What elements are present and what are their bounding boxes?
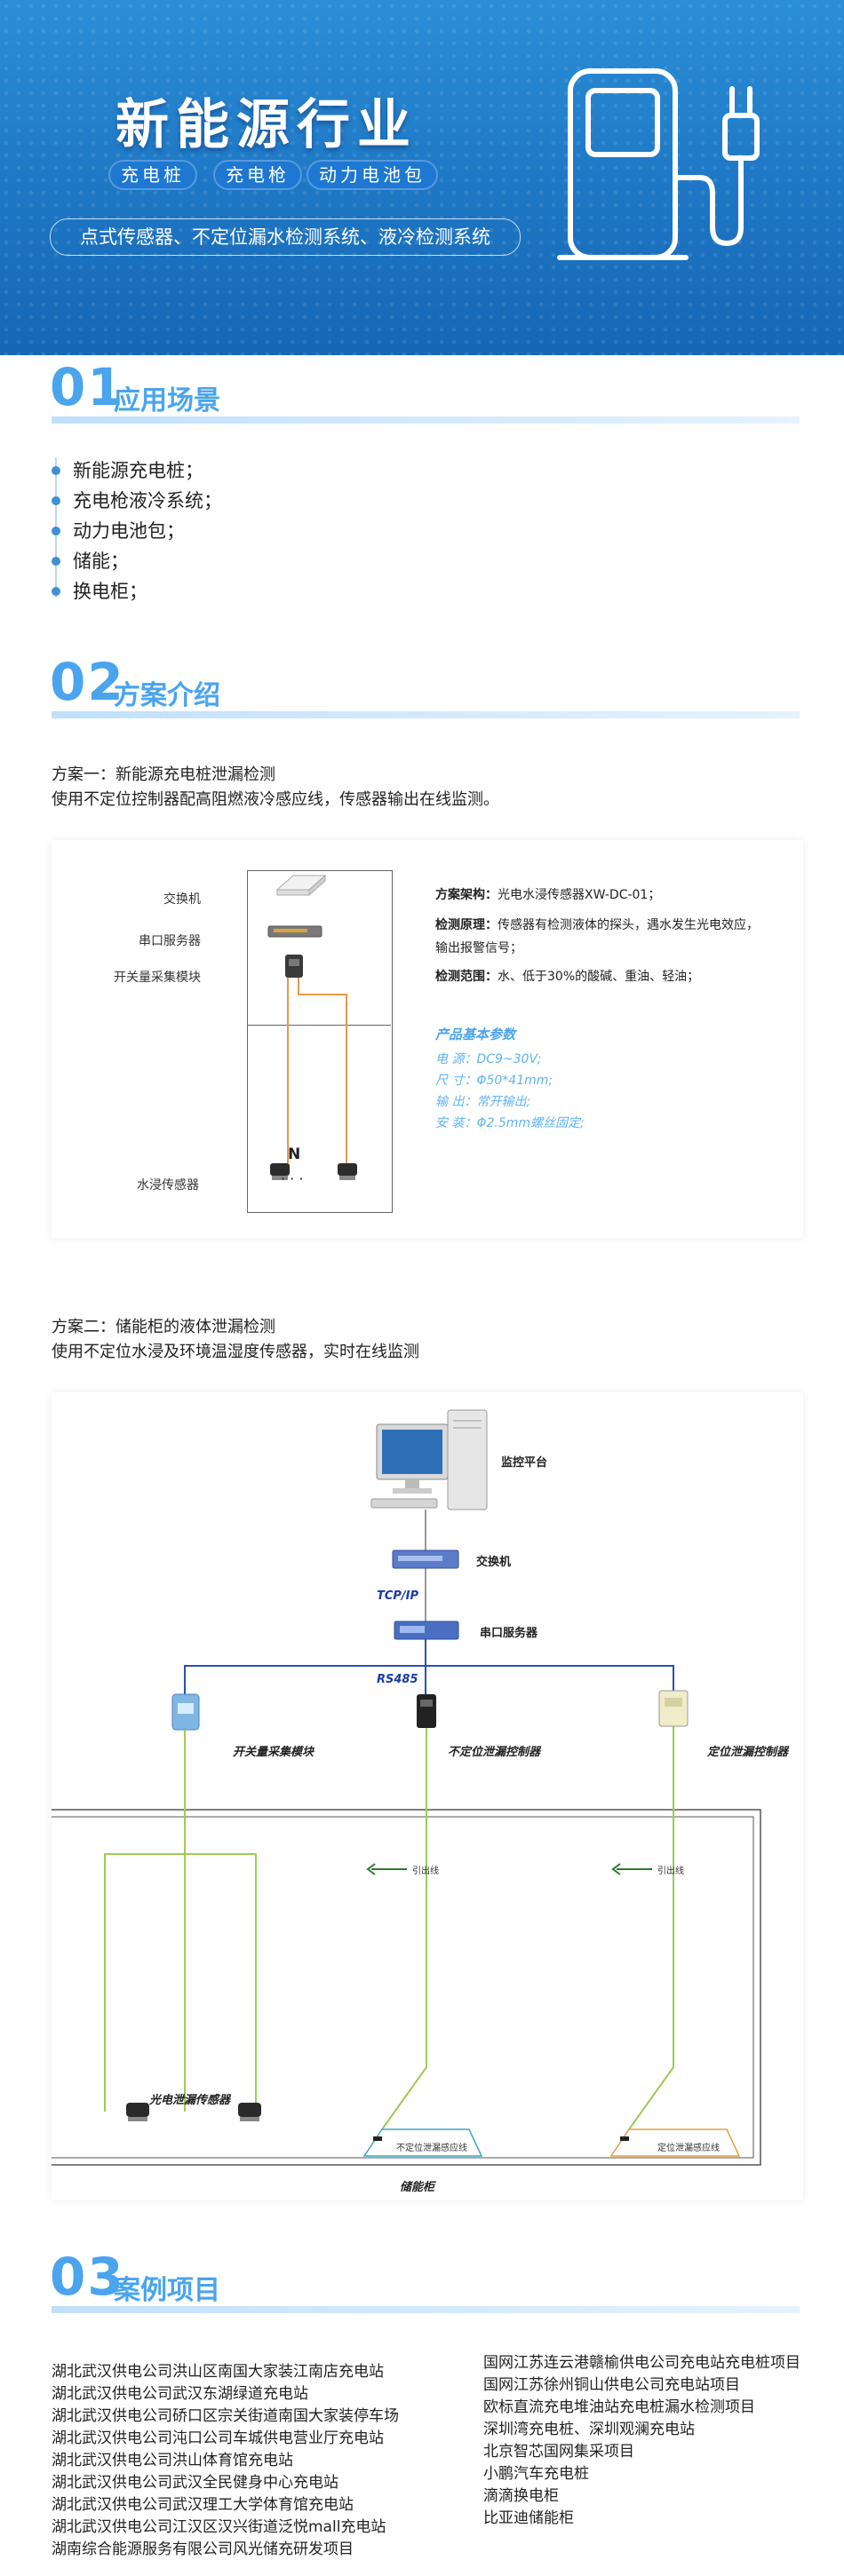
scheme1-param-power: 电 源：DC9~30V; [435,1052,542,1066]
scheme2-panel: 监控平台 交换机 TCP/IP 串口服务器 RS485 开关量采集模块 不定位泄… [52,1392,803,2200]
section-title-solutions: 方案介绍 [114,680,220,711]
scheme2-label-monitor: 监控平台 [501,1456,548,1470]
scheme1-param-size: 尺 寸：Φ50*41mm; [435,1074,553,1088]
scheme1-arch-row: 方案架构：光电水浸传感器XW-DC-01； [435,888,661,902]
section-number-02: 02 [50,652,125,712]
water-sensor-left-icon [270,1163,290,1180]
water-sensor-right-icon [338,1163,357,1180]
serial-server-icon [394,1621,459,1640]
scheme1-label-water-sensor: 水浸传感器 [137,1178,199,1193]
scheme2-label-io-module: 开关量采集模块 [233,1746,315,1759]
hero-pill-charging-pile: 充电桩 [108,160,197,190]
section-number-01: 01 [50,357,125,417]
scheme2-label-rs485: RS485 [377,1673,418,1686]
case-left-7: 湖北武汉供电公司武汉理工大学体育馆充电站 [52,2496,354,2514]
plan2-description: 使用不定位水浸及环境温湿度传感器，实时在线监测 [52,1343,419,1361]
scheme2-label-cable-nonlocating: 不定位泄漏感应线 [396,2144,467,2153]
scheme2-label-lead-1: 引出线 [412,1867,439,1876]
scheme1-param-install: 安 装：Φ2.5mm螺丝固定; [435,1116,585,1130]
locating-controller-icon [658,1690,689,1727]
case-right-4: 深圳湾充电桩、深圳观澜充电站 [483,2421,695,2438]
scheme1-param-output: 输 出：常开输出; [435,1095,531,1109]
case-right-5: 北京智芯国网集采项目 [483,2443,634,2461]
io-module-device-icon [285,955,303,978]
section-number-03: 03 [50,2247,125,2307]
io-module-icon [171,1693,200,1731]
bullet-icon [52,557,60,566]
case-left-9: 湖南综合能源服务有限公司风光储充研发项目 [52,2540,354,2558]
case-left-6: 湖北武汉供电公司武汉全民健身中心充电站 [52,2474,338,2492]
scenario-item-swap-cabinet: 换电柜； [73,581,147,602]
scheme1-principle-row: 检测原理：传感器有检测液体的探头，遇水发生光电效应， [435,918,759,932]
case-right-8: 比亚迪储能柜 [483,2509,574,2527]
leak-sensor-right-icon [238,2103,261,2121]
scenario-item-gun-cooling: 充电枪液冷系统； [73,490,222,511]
computer-icon [370,1409,488,1510]
scheme2-label-lead-2: 引出线 [657,1867,684,1876]
plan1-description: 使用不定位控制器配高阻燃液冷感应线，传感器输出在线监测。 [52,790,499,809]
case-left-3: 湖北武汉供电公司硚口区宗关街道南国大家装停车场 [52,2407,399,2425]
scheme1-label-io-module: 开关量采集模块 [114,971,201,985]
hero-banner: 新能源行业 充电桩 充电枪 动力电池包 点式传感器、不定位漏水检测系统、液冷检测… [0,0,844,355]
bullet-icon [52,527,60,535]
hero-title: 新能源行业 [115,94,418,156]
charging-station-icon [557,68,760,260]
scheme2-label-cable-locating: 定位泄漏感应线 [657,2144,720,2153]
case-left-1: 湖北武汉供电公司洪山区南国大家装江南店充电站 [52,2363,384,2381]
scheme2-label-leak-sensor: 光电泄漏传感器 [149,2094,231,2107]
scheme2-label-cabinet: 储能柜 [400,2181,435,2194]
case-right-3: 欧标直流充电堆油站充电桩漏水检测项目 [483,2398,755,2416]
hero-pill-battery-pack: 动力电池包 [307,160,438,190]
scenario-item-energy-storage: 储能； [73,551,129,572]
scheme1-label-serial-server: 串口服务器 [139,934,201,948]
scenario-item-charging-pile: 新能源充电桩； [73,460,203,481]
case-left-8: 湖北武汉供电公司江汉区汉兴街道泛悦mall充电站 [52,2518,386,2536]
plan2-title: 方案二：储能柜的液体泄漏检测 [52,1318,275,1336]
scheme2-label-tcpip: TCP/IP [377,1589,419,1603]
switch-device-icon [275,874,327,897]
hero-subtitle: 点式传感器、不定位漏水检测系统、液冷检测系统 [50,218,521,256]
scheme2-diagram [52,1409,761,2166]
serial-server-device-icon [267,925,322,938]
scheme1-principle-row-2: 输出报警信号； [435,941,522,955]
scheme1-diagram [267,874,357,1180]
case-right-6: 小鹏汽车充电桩 [483,2465,589,2483]
plan1-title: 方案一：新能源充电桩泄漏检测 [52,765,275,784]
scenario-item-battery-pack: 动力电池包； [73,520,185,542]
scheme1-cabinet-divider [247,1025,391,1026]
scheme1-dots: · · · [281,1170,304,1187]
nonlocating-controller-icon [417,1694,436,1728]
scheme2-label-serial: 串口服务器 [480,1627,538,1640]
section-divider [52,416,800,424]
case-left-5: 湖北武汉供电公司洪山体育馆充电站 [52,2452,293,2469]
hero-pill-charging-gun: 充电枪 [213,160,302,190]
scheme1-label-switch: 交换机 [163,892,201,907]
case-left-4: 湖北武汉供电公司沌口公司车城供电营业厅充电站 [52,2429,384,2447]
scheme1-panel: 交换机 串口服务器 开关量采集模块 水浸传感器 [52,840,803,1238]
scheme1-params-title: 产品基本参数 [435,1026,516,1042]
bullet-icon [52,466,60,475]
leak-sensor-left-icon [126,2103,149,2121]
case-right-7: 滴滴换电柜 [483,2487,559,2505]
section-title-scenarios: 应用场景 [114,385,220,416]
case-right-2: 国网江苏徐州铜山供电公司充电站项目 [483,2376,740,2394]
bullet-icon [52,587,60,596]
scheme2-label-locating-controller: 定位泄漏控制器 [707,1746,789,1759]
section-divider [52,2306,800,2313]
case-right-1: 国网江苏连云港赣榆供电公司充电站充电桩项目 [483,2354,800,2372]
bullet-icon [52,496,60,505]
scheme1-range-row: 检测范围：水、低于30%的酸碱、重油、轻油； [435,970,700,984]
scheme1-cabinet-frame [247,870,393,1213]
section-title-cases: 案例项目 [114,2275,220,2306]
case-left-2: 湖北武汉供电公司武汉东湖绿道充电站 [52,2385,308,2403]
network-switch-icon [392,1550,459,1569]
scheme2-label-switch: 交换机 [476,1556,512,1569]
scheme2-label-nonlocating-controller: 不定位泄漏控制器 [448,1746,541,1759]
section-divider [52,711,800,718]
scheme1-n-label: N [288,1145,301,1163]
